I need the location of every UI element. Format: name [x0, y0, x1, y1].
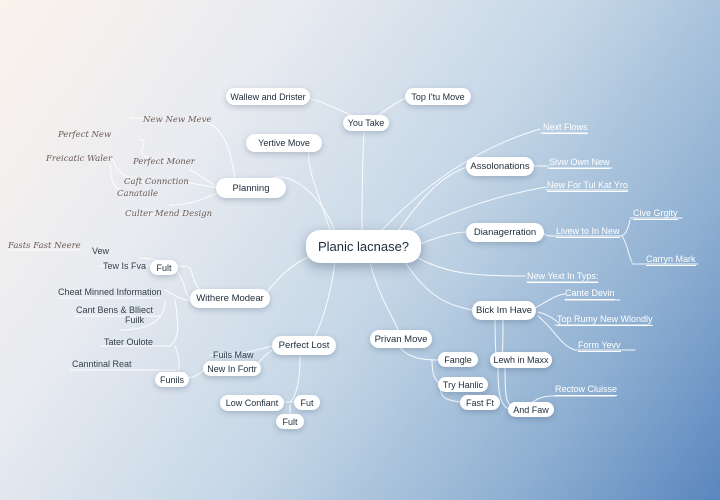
connector — [419, 231, 468, 245]
connector — [399, 347, 441, 361]
label-canataile: Canataile — [117, 189, 159, 199]
connector — [169, 191, 221, 206]
label-new-new-meve: New New Meve — [143, 115, 212, 125]
connector — [534, 293, 566, 309]
label-livew-to-in-new: Livew to In New — [556, 226, 620, 238]
connector — [309, 261, 336, 345]
connector — [289, 355, 301, 403]
label-perfect-moner: Perfect Moner — [133, 157, 195, 167]
connector — [308, 142, 331, 231]
node-withere-modear[interactable]: Withere Modear — [190, 289, 270, 308]
label-caft-connction: Caft Connction — [124, 177, 189, 187]
label-canntinal-reat: Canntinal Reat — [72, 359, 132, 369]
label-cante-devin: Cante Devin — [565, 288, 615, 300]
connector — [209, 345, 273, 356]
connector — [104, 154, 146, 183]
label-form-yevv: Form Yevv — [578, 340, 621, 352]
label-new-for-tul-kat-yro: New For Tul Kat Yro — [547, 180, 628, 192]
connector — [174, 181, 217, 189]
node-planning[interactable]: Planning — [216, 178, 286, 198]
connector — [164, 289, 191, 301]
node-fult-bottom[interactable]: Fult — [276, 414, 304, 429]
connector — [621, 235, 633, 263]
connector — [261, 254, 313, 299]
label-carryn-mark: Carryn Mark — [646, 254, 696, 266]
label-new-yext-in-typs: New Yext In Typs: — [527, 271, 599, 283]
connector — [139, 257, 191, 299]
connector — [394, 165, 471, 236]
node-you-take[interactable]: You Take — [343, 115, 389, 131]
node-assolonations[interactable]: Assolonations — [466, 157, 534, 176]
connector — [497, 367, 511, 411]
connector — [169, 299, 179, 347]
label-tater-oulote: Tater Oulote — [104, 337, 154, 347]
label-slvw-own-new: Slvw Own New — [549, 157, 610, 169]
node-fangle[interactable]: Fangle — [438, 352, 478, 367]
label-rectow-cluisse: Rectow Cluisse — [555, 384, 618, 396]
label-perfect-new: Perfect New — [58, 130, 112, 140]
node-dianagerration[interactable]: Dianagerration — [466, 223, 544, 242]
connector — [119, 299, 166, 331]
node-lewh-in-maxx[interactable]: Lewh in Maxx — [490, 352, 552, 368]
node-funils[interactable]: Funils — [155, 372, 189, 387]
label-top-rumy-new-wlondly: Top Rumy New Wlondly — [557, 314, 653, 326]
node-perfect-lost[interactable]: Perfect Lost — [272, 336, 336, 355]
label-freicatic-waler: Freicatic Waler — [46, 154, 113, 164]
connector — [537, 315, 576, 351]
connector — [404, 261, 473, 311]
connector — [174, 345, 180, 371]
node-fut[interactable]: Fut — [294, 395, 320, 410]
connector — [139, 139, 171, 161]
label-vew: Vew — [92, 246, 110, 256]
connector — [537, 311, 561, 325]
label-culter-mend-design: Culter Mend Design — [125, 209, 213, 219]
node-fult[interactable]: Fult — [150, 260, 178, 275]
connector — [199, 119, 236, 181]
label-fuilk: Fuilk — [125, 315, 145, 325]
connector — [399, 186, 547, 239]
node-yertive-move[interactable]: Yertive Move — [246, 134, 322, 152]
node-and-faw[interactable]: And Faw — [508, 402, 554, 417]
connector — [417, 257, 526, 277]
connector — [109, 164, 146, 196]
label-cive-grgity: Cive Grgity — [633, 208, 678, 220]
label-cheat-minned-information: Cheat Minned Information — [58, 287, 162, 297]
node-bick-im-have[interactable]: Bick Im Have — [472, 301, 536, 320]
node-wallew-and-drister[interactable]: Wallew and Drister — [226, 88, 310, 105]
connector — [189, 169, 219, 189]
connector — [174, 265, 201, 291]
node-privan-move[interactable]: Privan Move — [370, 330, 432, 348]
node-low-confiant[interactable]: Low Confiant — [220, 395, 284, 411]
label-fuils-maw: Fuils Maw — [213, 350, 254, 360]
connector — [379, 128, 541, 233]
connector — [369, 262, 399, 331]
node-fast-ft[interactable]: Fast Ft — [460, 395, 500, 410]
node-new-in-fortr[interactable]: New In Fortr — [203, 361, 261, 376]
label-next-flows: Next Flows — [543, 122, 588, 134]
label-tew-is-fva: Tew Is Fva — [103, 261, 147, 271]
central-node[interactable]: Planic lacnase? — [306, 230, 421, 263]
connector — [542, 231, 557, 237]
node-try-hanlic[interactable]: Try Hanlic — [438, 377, 488, 392]
label-cant-bens-blliect: Cant Bens & Blliect — [76, 305, 154, 315]
connector — [619, 219, 631, 237]
label-fasts-fast-neere: Fasts Fast Neere — [8, 241, 81, 251]
connector — [361, 131, 365, 231]
node-top-itu-move[interactable]: Top I'tu Move — [405, 88, 471, 105]
